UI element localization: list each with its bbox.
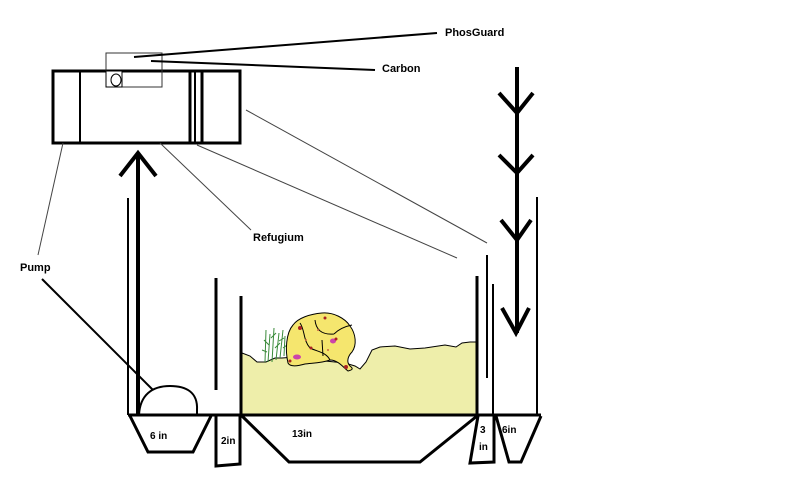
- gap-1-bottom: [214, 416, 242, 468]
- live-rock: [285, 312, 356, 372]
- gap-2-width-line2: in: [479, 442, 488, 453]
- refugium-chamber-width: 13in: [292, 429, 312, 440]
- algae-plant: [261, 327, 288, 363]
- refugium-leader-1: [159, 142, 252, 231]
- pump-label: Pump: [20, 262, 51, 274]
- refugium-leader-2: [196, 144, 458, 259]
- return-flow-arrow: [118, 149, 158, 415]
- drain-chamber-bottom: [494, 415, 543, 464]
- media-bag-circle: [110, 73, 122, 87]
- reactor-body: [51, 69, 242, 145]
- phosguard-leader: [133, 32, 438, 58]
- media-bag-box: [105, 52, 163, 88]
- carbon-label: Carbon: [382, 63, 421, 75]
- return-pump: [138, 384, 199, 416]
- refugium-label: Refugium: [253, 232, 304, 244]
- rock-spot: [293, 354, 301, 360]
- drain-chamber-width: 6in: [502, 425, 516, 436]
- phosguard-label: PhosGuard: [445, 27, 504, 39]
- carbon-leader: [150, 60, 376, 71]
- gap-2-width-line1: 3: [480, 425, 486, 436]
- media-reactor: [51, 52, 242, 145]
- pump-chamber-width: 6 in: [150, 431, 167, 442]
- refugium-chamber-bottom: [240, 414, 478, 464]
- pump-leader: [41, 278, 161, 398]
- gap-1-width: 2in: [221, 436, 235, 447]
- gap-2-bottom: [468, 415, 496, 465]
- refugium-leader-3: [245, 109, 488, 244]
- pump-chamber-bottom: [128, 415, 213, 454]
- pump-upper-leader: [37, 142, 64, 256]
- drain-flow-arrow: [497, 67, 535, 338]
- rock-spot: [330, 338, 336, 344]
